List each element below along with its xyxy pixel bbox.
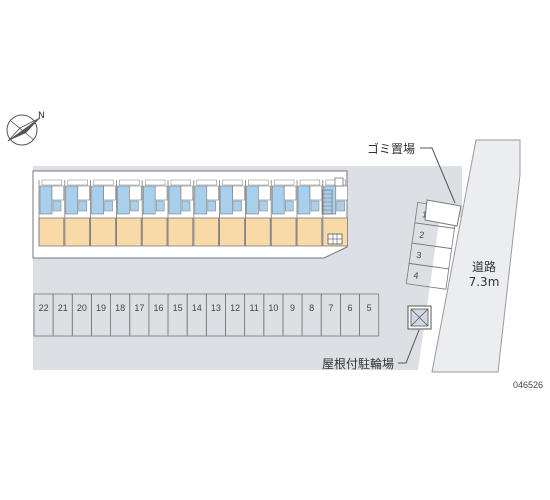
apartment-unit bbox=[90, 179, 116, 247]
parking-row: 22 21 20 19 18 17 16 15 14 13 12 11 10 9 8 7 6 5 bbox=[33, 293, 380, 337]
parking-space-number: 2 bbox=[419, 230, 425, 241]
mailbox-icon bbox=[327, 233, 343, 245]
parking-space-number: 13 bbox=[211, 303, 221, 313]
parking-space-number: 4 bbox=[413, 270, 419, 281]
bicycle-leader bbox=[398, 329, 420, 364]
parking-space-number: 6 bbox=[347, 303, 352, 313]
garbage-leader bbox=[420, 147, 456, 204]
apartment-unit bbox=[141, 179, 168, 247]
parking-space-number: 3 bbox=[416, 250, 422, 261]
map-id: 046526 bbox=[513, 380, 543, 390]
parking-space-number: 11 bbox=[250, 303, 259, 313]
building-corner bbox=[334, 177, 344, 187]
bicycle-shelter-icon bbox=[407, 305, 432, 330]
apartment-building bbox=[32, 170, 348, 259]
apartment-unit bbox=[219, 179, 245, 247]
apartment-unit bbox=[193, 179, 220, 247]
garbage-area bbox=[424, 199, 462, 227]
parking-space-number: 7 bbox=[328, 303, 333, 313]
parking-space-number: 14 bbox=[192, 303, 202, 313]
parking-space: 5 bbox=[359, 293, 380, 337]
parking-space-number: 15 bbox=[173, 303, 183, 313]
apartment-unit bbox=[244, 179, 271, 247]
garbage-area-label: ゴミ置場 bbox=[367, 141, 415, 156]
parking-space-number: 20 bbox=[77, 303, 87, 313]
road-label: 道路 bbox=[472, 259, 496, 274]
parking-space-number: 9 bbox=[290, 303, 295, 313]
parking-space-number: 12 bbox=[230, 303, 240, 313]
bicycle-parking-label: 屋根付駐輪場 bbox=[322, 356, 394, 371]
parking-space-number: 19 bbox=[96, 303, 106, 313]
parking-space-number: 5 bbox=[367, 303, 372, 313]
parking-space-number: 21 bbox=[58, 303, 68, 313]
parking-space-number: 17 bbox=[134, 303, 144, 313]
apartment-unit bbox=[38, 179, 65, 247]
parking-space-number: 10 bbox=[268, 303, 278, 313]
parking-space-number: 8 bbox=[309, 303, 314, 313]
parking-space-number: 18 bbox=[115, 303, 125, 313]
parking-space-number: 16 bbox=[153, 303, 163, 313]
road bbox=[431, 139, 521, 373]
apartment-unit bbox=[116, 179, 142, 247]
apartment-unit bbox=[296, 179, 323, 247]
parking-space-number: 22 bbox=[39, 303, 49, 313]
parking-space: 4 bbox=[405, 262, 450, 290]
stairs bbox=[321, 189, 333, 215]
apartment-unit bbox=[64, 179, 91, 247]
road-width-label: 7.3m bbox=[469, 275, 500, 289]
compass-icon: N bbox=[6, 111, 45, 146]
apartment-unit bbox=[270, 179, 297, 247]
apartment-unit bbox=[167, 179, 194, 247]
parking-space-number: 1 bbox=[421, 209, 427, 220]
compass-north-label: N bbox=[38, 111, 45, 121]
